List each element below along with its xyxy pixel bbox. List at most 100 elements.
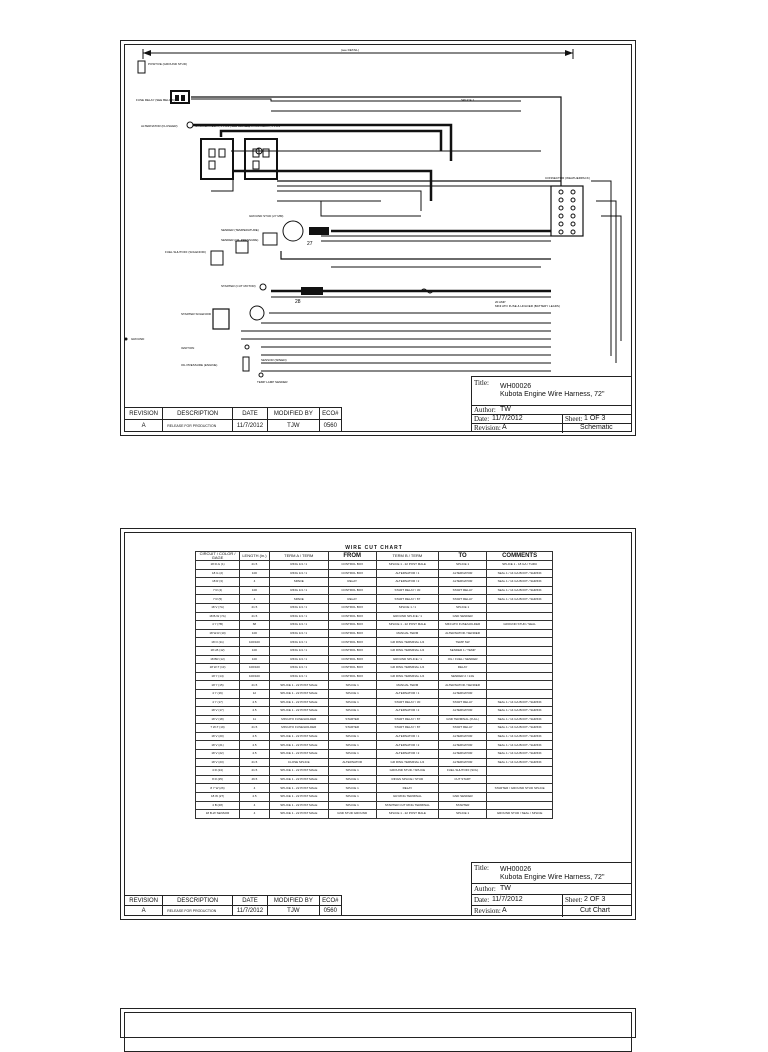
sheet-three-border: [124, 1012, 632, 1052]
table-cell: 100: [239, 585, 270, 596]
table-cell: 100: [239, 628, 270, 639]
title-block: Title: WH00026 Kubota Engine Wire Harnes…: [471, 376, 632, 433]
table-cell: SPLICE 1: [438, 602, 488, 613]
revision-label: Revision:: [474, 907, 501, 915]
table-cell: 18 V (18): [194, 714, 241, 725]
table-cell: [486, 766, 553, 776]
col-to: TO: [438, 551, 488, 561]
table-cell: SEAL 1 / 14 GA BOOT / SHRINK: [486, 706, 553, 716]
fuse-callout: 20 AMP: [495, 300, 506, 304]
table-cell: 18 B-W (7A): [194, 611, 241, 622]
table-cell: 68: [239, 620, 270, 630]
table-cell: ALTERNATOR: [438, 706, 488, 716]
positive-callout: POSITIVE (GROUND STUD): [148, 62, 187, 66]
table-cell: GR RING TERMINAL 1/4: [375, 671, 440, 682]
table-cell: RING 1/4 / 1: [268, 585, 329, 596]
table-cell: ALTERNATOR / 1: [375, 568, 440, 579]
table-cell: CONTROL BOX: [327, 568, 377, 579]
table-cell: SPLICE 1 - 22 POST MALE: [268, 766, 329, 776]
schematic-sheet: (see DETAIL) POSITIVE (GROUND STUD) FUSE…: [120, 40, 636, 436]
rev-header-eco: ECO#: [318, 895, 343, 906]
table-cell: 18 V (7A): [194, 602, 241, 613]
table-cell: RING 1/4 / 1: [268, 663, 329, 673]
revision-table: REVISION DESCRIPTION DATE MODIFIED BY EC…: [123, 895, 343, 916]
sheet-label: Sheet:: [565, 415, 583, 423]
table-cell: CONTROL BOX: [327, 654, 377, 665]
table-cell: TEMP SW: [438, 637, 488, 647]
lamp-callout: TEMP LAMP SENDER: [257, 380, 288, 384]
rev-header-eco: ECO#: [318, 407, 343, 420]
col-term-b: TERM B / TERM: [375, 551, 440, 561]
author-label: Author:: [474, 406, 496, 414]
table-cell: SPLICE 1 - 22 POST MALE: [268, 740, 329, 751]
starter-callout: STARTER (CUT MOTOR): [221, 284, 256, 288]
table-cell: SENDER 2 / 14G: [438, 671, 488, 682]
table-cell: START RELAY / 87: [375, 594, 440, 604]
connector-callout: CONNECTOR (WEATHERPACK): [545, 176, 590, 180]
revision-value: A: [502, 907, 507, 914]
fuel-solenoid-callout: FUEL SHUTOFF (SOLENOID): [165, 250, 206, 254]
table-cell: [486, 645, 553, 656]
table-cell: START RELAY: [438, 697, 488, 708]
table-cell: SPLICE 1 - 22 POST MALE: [268, 688, 329, 699]
revision-value: A: [502, 424, 507, 431]
table-cell: GR RING TERMINAL: [375, 792, 440, 802]
table-cell: 21.5: [239, 560, 270, 570]
table-cell: 8 R (25): [194, 774, 241, 785]
table-cell: SEAL 1 / 14 GA BOOT / SHRINK: [486, 594, 553, 604]
table-cell: 8 Y W (26): [194, 783, 241, 794]
table-cell: [486, 654, 553, 665]
table-cell: SPADE: [268, 594, 329, 604]
table-cell: 100/100: [239, 663, 270, 673]
wire-cut-chart: WIRE CUT CHART CIRCUIT / COLOR / GAGE LE…: [194, 545, 553, 819]
table-cell: GROUND STUD / SPLICE: [375, 766, 440, 776]
rev-value-modified: TJW: [267, 905, 320, 916]
table-cell: SEAL 1 / 14 GA BOOT / SHRINK: [486, 723, 553, 733]
rev-header-date: DATE: [231, 407, 269, 420]
col-length: LENGTH (in.): [239, 551, 270, 561]
table-cell: RING 1/4 / 1: [268, 620, 329, 630]
table-cell: 4: [239, 800, 270, 811]
alternator-callout: ALTERNATOR (FLUSHER): [141, 124, 178, 128]
table-cell: ALTERNATOR: [438, 740, 488, 751]
node-b-label: 28: [295, 299, 301, 305]
table-cell: 21.5: [239, 757, 270, 768]
table-cell: SPLICE 1: [327, 783, 377, 794]
table-cell: SEAL 1 / 14 GA BOOT / SHRINK: [486, 585, 553, 596]
table-cell: ALTERNATOR: [438, 568, 488, 579]
col-circuit: CIRCUIT / COLOR / GAGE: [194, 551, 241, 561]
table-cell: SEAL 1 / 14 GA BOOT / SHRINK: [486, 757, 553, 768]
date-value: 11/7/2012: [492, 896, 523, 903]
table-cell: CONTROL BOX: [327, 620, 377, 630]
table-cell: GND SENDER: [438, 611, 488, 622]
schematic-border: [124, 44, 632, 432]
table-cell: GR RING TERMINAL 1/4: [375, 645, 440, 656]
table-cell: 7 R (4): [194, 585, 241, 596]
table-cell: [486, 671, 553, 682]
table-cell: MANUAL TERM: [375, 628, 440, 639]
table-cell: 12: [239, 688, 270, 699]
table-cell: 18 O (11): [194, 637, 241, 647]
table-cell: 4.5: [239, 706, 270, 716]
table-cell: RING 1/4 / 1: [268, 654, 329, 665]
table-cell: 21.5: [239, 611, 270, 622]
rev-header-description: DESCRIPTION: [162, 407, 233, 420]
date-label: Date:: [474, 415, 490, 423]
fuse-desc-callout: MINI ATO FUSE & HOLDER (BATTERY LEADS): [495, 304, 560, 308]
table-cell: SPLICE 1: [327, 766, 377, 776]
rev-header-revision: REVISION: [123, 895, 164, 906]
author-value: TW: [500, 406, 511, 413]
rev-header-description: DESCRIPTION: [162, 895, 233, 906]
table-cell: SPLICE 1 - 22 POST MALE: [375, 620, 440, 630]
node-a-label: 27: [307, 241, 313, 247]
table-cell: [486, 628, 553, 639]
rev-value-date: 11/7/2012: [231, 905, 269, 916]
table-cell: 4: [239, 594, 270, 604]
